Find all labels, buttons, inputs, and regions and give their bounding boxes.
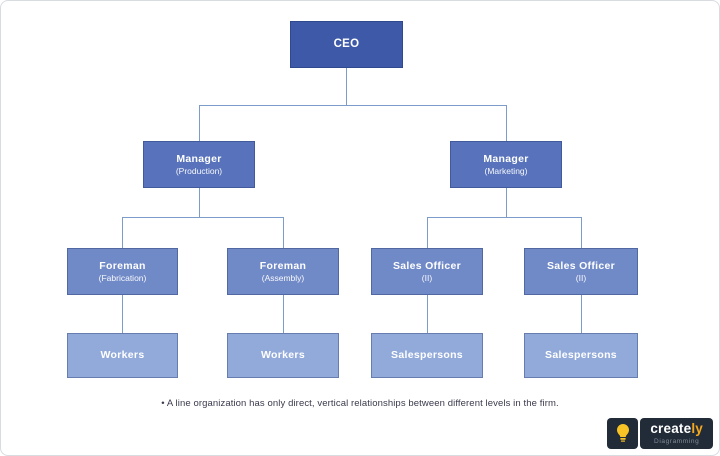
org-node-sales-officer-1: Sales Officer (II) [371,248,483,295]
org-node-foreman-fabrication: Foreman (Fabrication) [67,248,178,295]
connector-right-horizontal [427,217,581,218]
node-title: CEO [333,37,360,50]
org-node-workers-1: Workers [67,333,178,378]
node-title: Workers [100,349,145,362]
connector-left-horizontal [122,217,283,218]
connector-sales-officer-2-up [581,217,582,248]
org-node-ceo: CEO [290,21,403,68]
org-node-sales-officer-2: Sales Officer (II) [524,248,638,295]
org-node-salespersons-2: Salespersons [524,333,638,378]
org-node-workers-2: Workers [227,333,339,378]
connector-foreman-assembly-workers [283,295,284,333]
connector-foreman-fabrication-workers [122,295,123,333]
brand-name-main: create [650,421,692,437]
node-subtitle: (II) [575,273,587,284]
connector-foreman-fabrication-up [122,217,123,248]
connector-top-horizontal [199,105,506,106]
connector-manager-production-up [199,105,200,141]
creately-logo: creately Diagramming [640,418,713,449]
org-node-foreman-assembly: Foreman (Assembly) [227,248,339,295]
connector-manager-marketing-up [506,105,507,141]
node-subtitle: (Marketing) [484,166,528,177]
creately-wordmark: creately [650,422,703,436]
node-title: Sales Officer [546,259,616,272]
connector-foreman-assembly-up [283,217,284,248]
diagram-caption: • A line organization has only direct, v… [161,398,559,409]
creately-badge[interactable]: creately Diagramming [607,418,713,449]
node-title: Sales Officer [392,259,462,272]
node-title: Salespersons [545,349,617,362]
node-subtitle: (II) [421,273,433,284]
connector-sales-officer-1-up [427,217,428,248]
node-title: Salespersons [391,349,463,362]
node-title: Workers [261,349,305,362]
connector-manager-marketing-down [506,188,507,217]
org-node-manager-marketing: Manager (Marketing) [450,141,562,188]
node-title: Foreman [99,259,146,272]
org-node-manager-production: Manager (Production) [143,141,255,188]
node-title: Foreman [259,259,307,272]
node-title: Manager [483,152,529,165]
lightbulb-icon [607,418,639,449]
org-node-salespersons-1: Salespersons [371,333,483,378]
node-title: Manager [176,152,222,165]
connector-ceo-down [346,68,347,105]
node-subtitle: (Production) [175,166,223,177]
node-subtitle: (Assembly) [261,273,305,284]
creately-tagline: Diagramming [654,437,700,445]
brand-name-accent: ly [691,421,703,437]
connector-manager-production-down [199,188,200,217]
connector-sales-officer-2-salespersons [581,295,582,333]
node-subtitle: (Fabrication) [98,273,147,284]
connector-sales-officer-1-salespersons [427,295,428,333]
